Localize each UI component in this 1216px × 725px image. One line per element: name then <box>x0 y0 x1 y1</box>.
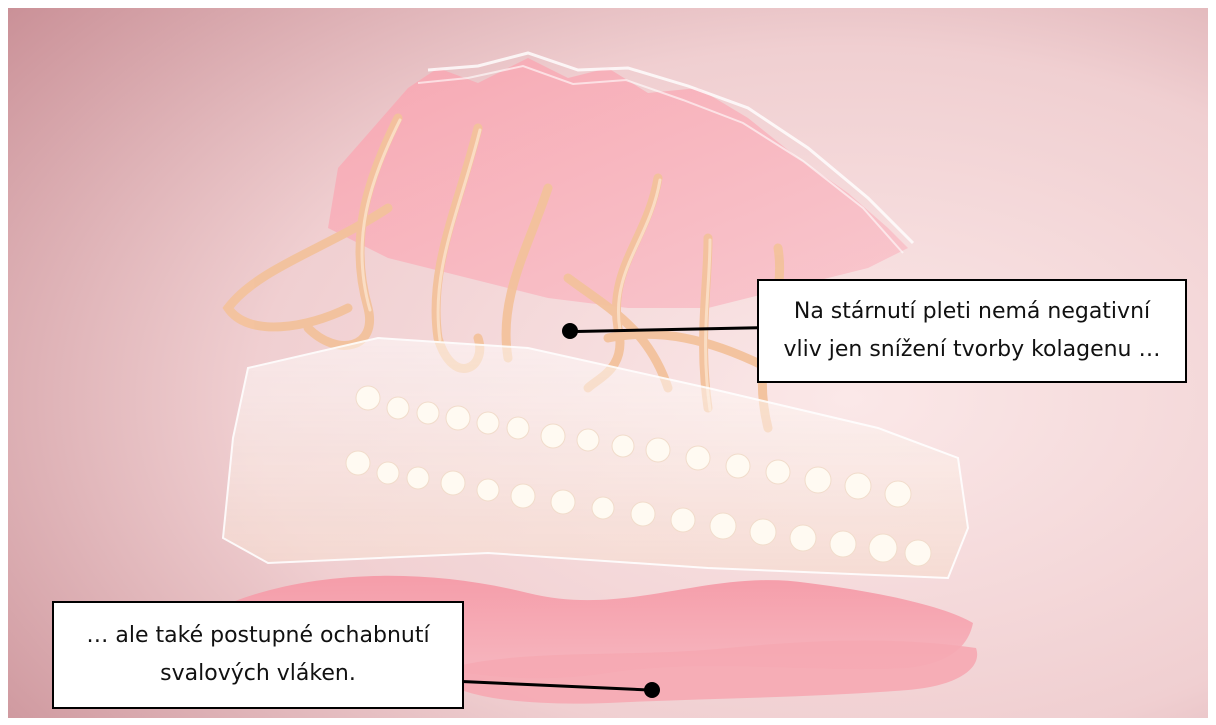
callout-top-marker-dot <box>562 323 578 339</box>
callout-collagen-line2: vliv jen snížení tvorby kolagenu … <box>759 331 1185 369</box>
callout-collagen-line1: Na stárnutí pleti nemá negativní <box>759 293 1185 331</box>
callout-collagen: Na stárnutí pleti nemá negativní vliv je… <box>757 279 1187 383</box>
callout-bottom-marker-dot <box>644 682 660 698</box>
callout-muscle: … ale také postupné ochabnutí svalových … <box>52 601 464 709</box>
callout-muscle-line1: … ale také postupné ochabnutí <box>54 617 462 655</box>
callout-muscle-line2: svalových vláken. <box>54 655 462 693</box>
